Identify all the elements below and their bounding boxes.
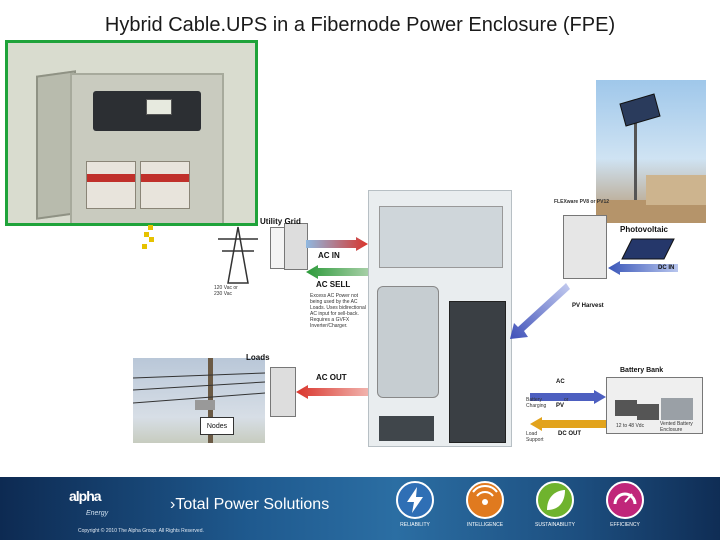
nodes-photo (133, 358, 265, 443)
battery-charging-label: Battery Charging (526, 397, 547, 409)
dc-in-label: DC IN (658, 265, 675, 271)
tagline: ›Total Power Solutions (170, 496, 330, 513)
utility-pole-icon (133, 358, 265, 443)
battery-charging-arrow (530, 390, 606, 404)
power-icon (396, 481, 434, 519)
footer-bar (0, 477, 720, 540)
flexware-box (563, 215, 607, 279)
voltage-label: 120 Vac or 230 Vac (214, 285, 238, 297)
badge-sustainability: SUSTAINABILITY (535, 522, 575, 528)
solar-array-icon (621, 238, 675, 260)
power-tower-icon (218, 226, 258, 284)
ac-in-label: AC IN (318, 251, 340, 260)
copyright: Copyright © 2010 The Alpha Group. All Ri… (78, 528, 204, 534)
battery-bank-label: Battery Bank (620, 367, 664, 374)
breaker-panel-icon (284, 223, 308, 270)
dc-out-label: DC OUT (558, 431, 581, 437)
ac-in-arrow (306, 237, 368, 251)
solar-pole-photo (596, 80, 706, 223)
solar-panel-icon (596, 93, 706, 223)
badge-reliability: RELIABILITY (400, 522, 430, 528)
enclosure-display (146, 99, 172, 115)
load-panel-icon (270, 367, 296, 417)
pv-harvest-arrow (510, 283, 570, 339)
signal-icon (466, 481, 504, 519)
cabinet-dc-module (379, 416, 434, 441)
pv-harvest-label: PV Harvest (572, 303, 604, 309)
flexware-label: FLEXware PV8 or PV12 (554, 199, 610, 205)
cabinet-inverter-housing (377, 286, 439, 398)
battery-enclosure-label: Vented Battery Enclosure (660, 421, 693, 433)
cabinet-inverter-module (379, 206, 503, 268)
gauge-icon (606, 481, 644, 519)
badge-efficiency: EFFICIENCY (610, 522, 640, 528)
nodes-label: Nodes (200, 417, 234, 435)
ac-out-label: AC OUT (316, 373, 347, 382)
ac-sell-arrow (306, 265, 368, 279)
system-diagram: Utility Grid 120 Vac or 230 Vac AC IN AC… (208, 185, 708, 447)
cabinet-charge-controller (449, 301, 506, 443)
enclosure-photo (5, 40, 258, 226)
photovoltaic-label: Photovoltaic (620, 225, 669, 234)
inverter-cabinet (368, 190, 512, 447)
enclosure-battery (140, 161, 190, 209)
charge-pv-label: PV (556, 403, 565, 409)
load-support-label: Load Support (526, 431, 544, 443)
charge-ac-label: AC (556, 379, 565, 385)
badge-intelligence: INTELLIGENCE (466, 522, 504, 528)
enclosure-battery (86, 161, 136, 209)
dc-out-arrow (530, 417, 606, 431)
battery-voltage-label: 12 to 48 Vdc (616, 423, 645, 429)
yellow-pointer-icon (142, 225, 154, 249)
alpha-logo-sub: Energy (86, 510, 109, 517)
leaf-icon (536, 481, 574, 519)
ac-sell-label: AC SELL (316, 280, 351, 289)
slide-title: Hybrid Cable.UPS in a Fibernode Power En… (104, 14, 616, 36)
battery-bank-icon (606, 377, 703, 434)
ac-out-arrow (296, 385, 368, 399)
loads-label: Loads (246, 353, 270, 362)
charge-or-label: or (564, 397, 569, 403)
dc-in-arrow (608, 261, 678, 275)
ac-sell-note: Excess AC Power not being used by the AC… (310, 293, 366, 329)
alpha-logo: alpha (69, 488, 102, 504)
utility-grid-label: Utility Grid (260, 217, 301, 226)
